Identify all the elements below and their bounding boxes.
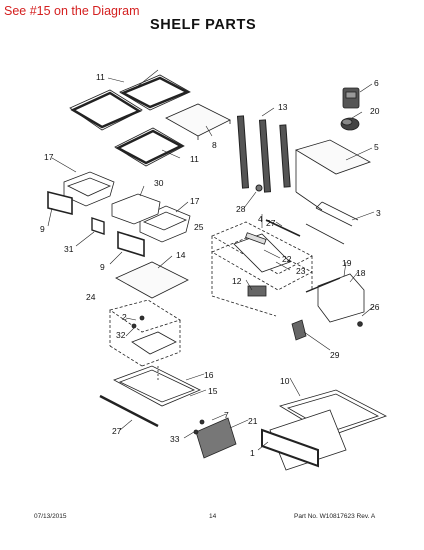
shelf-part-1-drawer-front [261,428,319,468]
callout-33: 33 [170,434,180,444]
callout-20: 20 [370,106,380,116]
callout-11: 11 [96,72,105,82]
callout-19: 19 [342,258,352,268]
shelf-part-29-clip [291,319,307,341]
shelf-part-31-trim [91,217,105,235]
callout-21: 21 [248,416,258,426]
shelf-part-5-glass-shelf [295,139,371,211]
callout-27: 27 [266,218,276,228]
shelf-part-13-rails [236,115,291,193]
callout-7: 7 [224,410,229,420]
callout-24: 24 [86,292,96,302]
callout-17: 17 [44,152,54,162]
callout-32: 32 [116,330,126,340]
callout-12: 12 [232,276,242,286]
callout-numbers: 11 11 8 6 20 13 5 17 30 17 9 31 9 28 4 2… [40,72,381,458]
callout-22: 22 [282,254,292,264]
callout-4: 4 [258,214,263,224]
shelf-part-24-assembly [109,299,181,367]
callout-11: 11 [190,154,199,164]
page-title: SHELF PARTS [150,17,257,33]
callout-1: 1 [250,448,255,458]
callout-18: 18 [356,268,366,278]
shelf-part-17-bins [63,171,191,243]
callout-23: 23 [296,266,306,276]
callout-13: 13 [278,102,288,112]
shelf-part-14-glass [115,261,189,299]
callout-17: 17 [190,196,200,206]
callout-31: 31 [64,244,74,254]
shelf-part-15-16-lower-frame [113,365,201,407]
shelf-part-30-bin [111,193,161,225]
callout-16: 16 [204,370,214,380]
callout-29: 29 [330,350,340,360]
callout-10: 10 [280,376,290,386]
shelf-part-21-bracket [195,417,237,459]
callout-3: 3 [376,208,381,218]
callout-leader-lines [47,69,375,451]
callout-25: 25 [194,222,204,232]
callout-5: 5 [374,142,379,152]
callout-30: 30 [154,178,164,188]
footer-page-number: 14 [209,513,217,520]
callout-28: 28 [236,204,246,214]
callout-9: 9 [40,224,45,234]
shelf-part-9-bin-fronts [47,190,145,258]
callout-9: 9 [100,262,105,272]
shelf-part-8-glass-panel [165,103,231,140]
shelf-part-3-frame [305,201,359,245]
shelf-part-11-upper-shelves [69,74,191,167]
footer-part-info: Part No. W10817623 Rev. A [294,513,376,520]
callout-27: 27 [112,426,122,436]
diagram-reference-note: See #15 on the Diagram [4,4,140,18]
shelf-parts-diagram: 11 11 8 6 20 13 5 17 30 17 9 31 9 28 4 2… [40,69,387,471]
shelf-part-18-19-bracket [305,273,365,327]
shelf-part-4-27-trim [265,219,301,237]
shelf-part-6-and-20 [340,87,360,131]
footer-date: 07/13/2015 [34,513,67,520]
shelf-part-10-crisper-drawer [269,389,387,471]
callout-2: 2 [122,312,127,322]
shelf-part-27-lower-trim [99,394,159,428]
callout-14: 14 [176,250,186,260]
callout-6: 6 [374,78,379,88]
callout-26: 26 [370,302,380,312]
callout-8: 8 [212,140,217,150]
callout-15: 15 [208,386,218,396]
shelf-part-25-assembly [211,221,313,317]
